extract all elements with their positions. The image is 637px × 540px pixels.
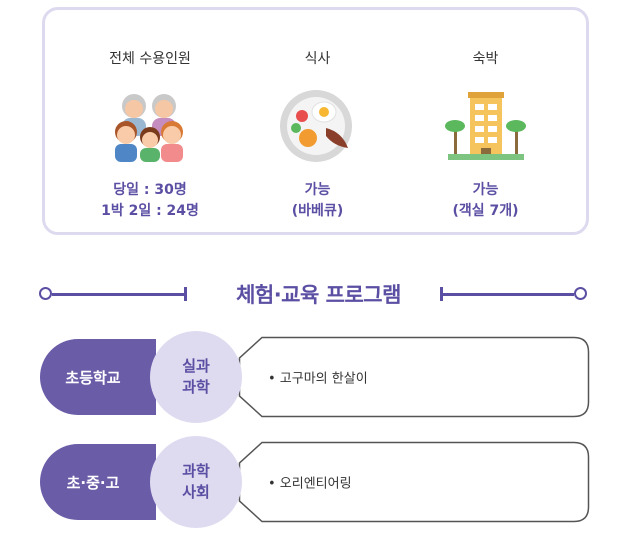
family-icon: [115, 94, 183, 162]
school-level-label: 초등학교: [40, 339, 156, 415]
meal-plate-icon: [279, 90, 352, 162]
program-content-box: [238, 336, 590, 418]
meal-note: (바베큐): [291, 203, 344, 219]
header-left-tick: [184, 287, 187, 301]
program-content-text: • 고구마의 한살이: [268, 371, 368, 387]
meal-column: 식사 가능 (바베큐): [260, 10, 375, 232]
lodging-note: (객실 7개): [452, 203, 519, 219]
capacity-value: 당일 : 30명 1박 2일 : 24명: [85, 180, 215, 222]
lodging-title: 숙박: [472, 51, 499, 67]
subject-line: 과학: [182, 462, 210, 480]
header-right-line: [443, 293, 574, 296]
lodging-value: 가능 (객실 7개): [428, 180, 543, 222]
capacity-column: 전체 수용인원 당일 : 30명 1박 2일 : 24명: [85, 10, 215, 232]
program-content-box: [238, 441, 590, 523]
meal-available: 가능: [304, 182, 331, 198]
capacity-title: 전체 수용인원: [109, 51, 191, 67]
meal-value: 가능 (바베큐): [260, 180, 375, 222]
capacity-overnight: 1박 2일 : 24명: [101, 203, 199, 219]
section-title: 체험·교육 프로그램: [236, 283, 401, 307]
school-level-label: 초·중·고: [40, 444, 156, 520]
program-content-wrapper: • 오리엔티어링: [238, 441, 590, 523]
program-content-text: • 오리엔티어링: [268, 476, 352, 492]
facility-info-box: 전체 수용인원 당일 : 30명 1박 2일 : 24명 식사: [42, 7, 589, 235]
header-right-tick: [440, 287, 443, 301]
subject-line: 과학: [182, 378, 210, 396]
capacity-day: 당일 : 30명: [113, 182, 187, 198]
program-content-wrapper: • 고구마의 한살이: [238, 336, 590, 418]
subject-line: 사회: [182, 483, 210, 501]
subject-line: 실과: [182, 357, 210, 375]
hotel-building-icon: [444, 92, 526, 160]
lodging-column: 숙박 가능 (객실 7개): [428, 10, 543, 232]
header-left-line: [52, 293, 184, 296]
header-left-dot: [39, 287, 52, 300]
header-right-dot: [574, 287, 587, 300]
lodging-available: 가능: [472, 182, 499, 198]
subject-circle: 실과 과학: [150, 331, 242, 423]
subject-circle: 과학 사회: [150, 436, 242, 528]
meal-title: 식사: [304, 51, 331, 67]
